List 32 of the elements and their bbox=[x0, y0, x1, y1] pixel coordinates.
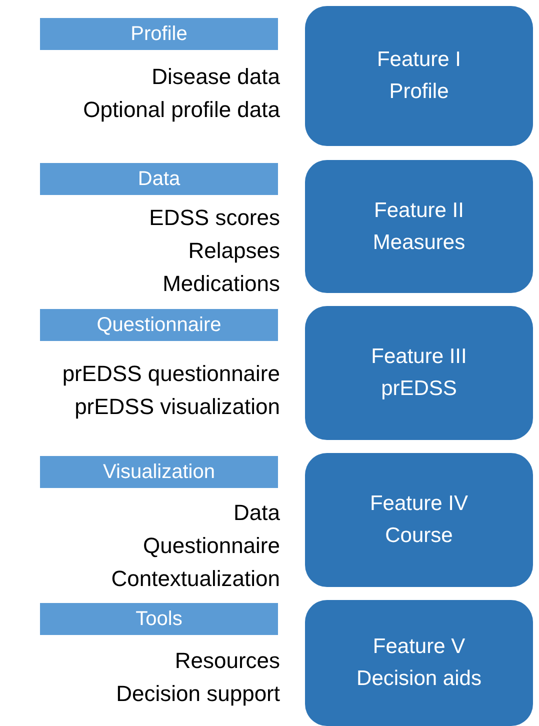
feature-text: Feature V bbox=[372, 634, 466, 660]
item-text: Decision support bbox=[116, 680, 280, 708]
feature-box bbox=[305, 453, 533, 587]
feature-text: Feature IV bbox=[370, 491, 468, 517]
item-text: Data bbox=[234, 499, 280, 527]
item-text: Questionnaire bbox=[143, 532, 280, 560]
feature-text: Measures bbox=[372, 230, 466, 256]
feature-text: Feature III bbox=[371, 344, 467, 370]
feature-text: Feature II bbox=[374, 198, 464, 224]
section-header-bar: Data bbox=[40, 163, 278, 195]
item-text: Optional profile data bbox=[83, 96, 280, 124]
section-header-bar: Visualization bbox=[40, 456, 278, 488]
feature-text: Course bbox=[385, 523, 453, 549]
feature-box bbox=[305, 600, 533, 726]
item-text: prEDSS questionnaire bbox=[62, 360, 280, 388]
item-text: EDSS scores bbox=[149, 204, 280, 232]
item-text: Resources bbox=[174, 647, 280, 675]
section-header-bar: Profile bbox=[40, 18, 278, 50]
item-text: Contextualization bbox=[111, 565, 280, 593]
item-text: Relapses bbox=[188, 237, 280, 265]
feature-text: Profile bbox=[389, 79, 449, 105]
feature-box bbox=[305, 6, 533, 146]
feature-box bbox=[305, 306, 533, 440]
feature-text: Decision aids bbox=[356, 666, 482, 692]
feature-text: prEDSS bbox=[381, 376, 457, 402]
item-text: Disease data bbox=[152, 63, 280, 91]
item-text: Medications bbox=[162, 270, 280, 298]
section-header-bar: Tools bbox=[40, 603, 278, 635]
feature-box bbox=[305, 160, 533, 293]
section-header-bar: Questionnaire bbox=[40, 309, 278, 341]
item-text: prEDSS visualization bbox=[74, 393, 280, 421]
feature-text: Feature I bbox=[376, 47, 462, 73]
